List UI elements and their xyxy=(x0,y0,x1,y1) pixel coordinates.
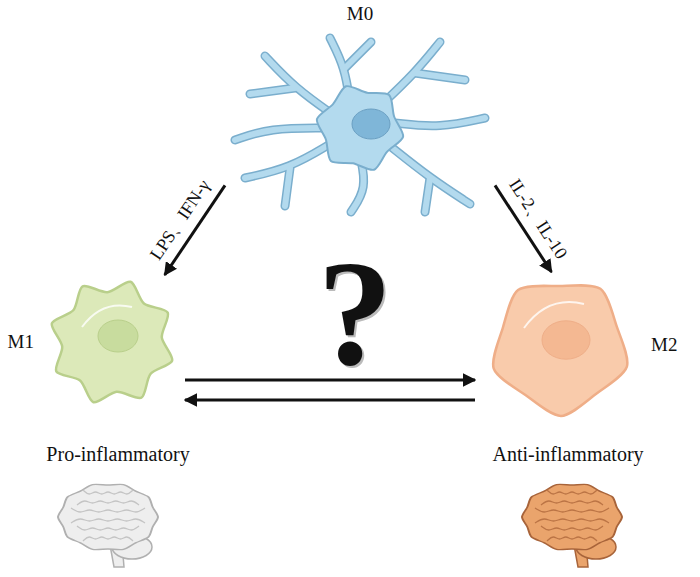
brain-gyrus xyxy=(547,537,597,541)
brain-gyrus xyxy=(535,519,609,523)
process-fill xyxy=(345,42,371,68)
process-outline xyxy=(395,118,485,126)
brain-gyrus xyxy=(547,490,597,494)
cell-highlight xyxy=(524,302,584,328)
cell-label: M1 xyxy=(8,331,34,353)
brain-illustration xyxy=(522,484,622,567)
brain-gyrus xyxy=(77,526,139,530)
process-fill xyxy=(415,73,465,80)
m1-microglia: M1Pro-inflammatory xyxy=(40,275,185,410)
stimulus-label: IL-2、IL-10 xyxy=(505,175,572,262)
cell-highlight xyxy=(82,305,132,327)
process-outline xyxy=(265,56,335,116)
process-fill xyxy=(425,178,430,212)
process-outline xyxy=(345,42,371,68)
brain-gyrus xyxy=(71,519,145,523)
brain-gyrus xyxy=(77,501,139,505)
process-fill xyxy=(265,56,335,116)
cell-shape xyxy=(225,28,495,220)
process-outline xyxy=(235,128,325,140)
process-fill xyxy=(235,128,325,140)
process-fill xyxy=(395,118,485,126)
brain-gyrus xyxy=(541,501,603,505)
cell-label: M0 xyxy=(347,3,373,25)
brain-gyrus xyxy=(83,537,133,541)
process-outline xyxy=(285,168,290,206)
cerebrum xyxy=(58,484,158,549)
cell-nucleus xyxy=(542,321,590,359)
cell-body xyxy=(317,86,403,170)
m0-microglia: M0 xyxy=(225,28,495,220)
state-label: Pro-inflammatory xyxy=(46,443,189,466)
process-fill xyxy=(250,88,295,94)
cell-shape xyxy=(475,272,645,420)
brain-gyrus xyxy=(535,508,609,512)
brain-gyrus xyxy=(541,526,603,530)
state-label: Anti-inflammatory xyxy=(492,443,643,466)
process-outline xyxy=(250,88,295,94)
cell-nucleus xyxy=(352,109,390,139)
cell-processes xyxy=(235,38,485,212)
question-mark: ? xyxy=(318,238,393,388)
cerebrum xyxy=(522,484,622,549)
cell-nucleus xyxy=(98,320,138,352)
cell-body xyxy=(493,285,627,416)
brain-gyrus xyxy=(83,490,133,494)
m2-microglia: M2Anti-inflammatory xyxy=(475,272,645,420)
cell-shape xyxy=(40,275,185,410)
brain-illustration xyxy=(58,484,158,567)
cell-body xyxy=(52,282,173,403)
process-outline xyxy=(425,178,430,212)
arrow-connector xyxy=(185,399,475,402)
process-outline xyxy=(415,73,465,80)
brain-gyrus xyxy=(71,508,145,512)
process-fill xyxy=(285,168,290,206)
cell-label: M2 xyxy=(651,334,677,356)
stimulus-label: LPS、IFN-γ xyxy=(146,176,215,264)
